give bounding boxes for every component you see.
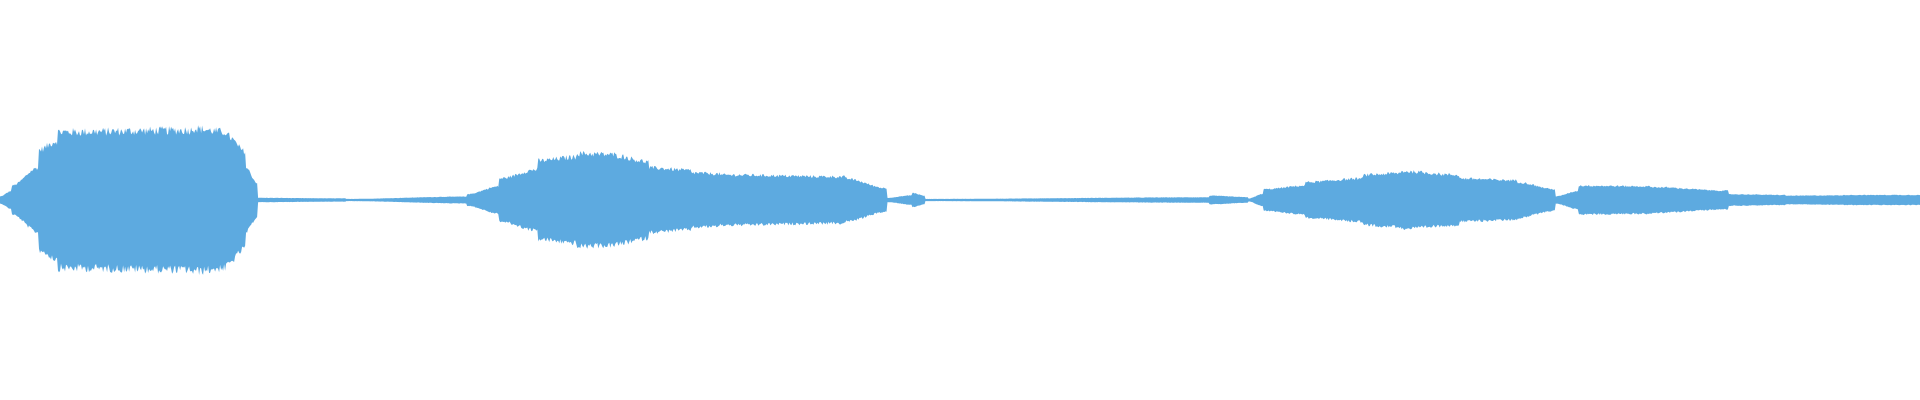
waveform-shape <box>0 125 1920 275</box>
